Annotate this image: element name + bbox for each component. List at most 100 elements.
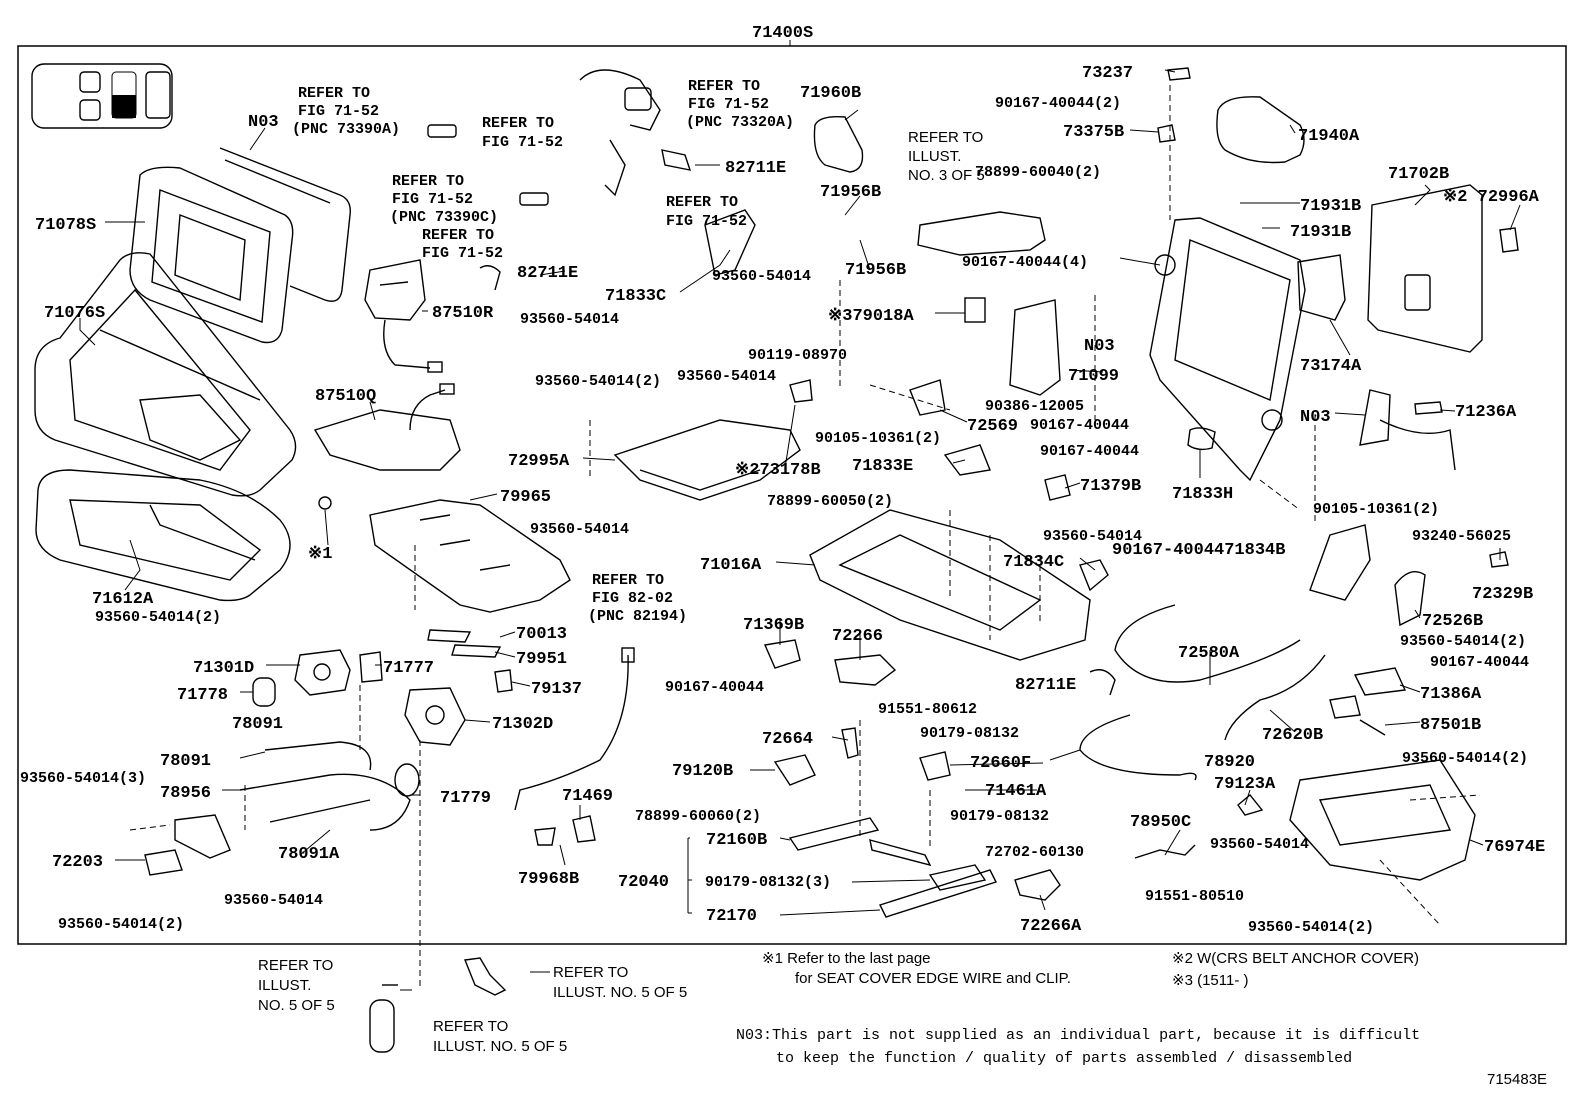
label-70013: 70013 <box>516 625 567 644</box>
cover-73375B <box>1157 124 1176 143</box>
cover-79123A <box>1237 794 1264 816</box>
cable-78920 <box>1079 714 1197 781</box>
label-90179-08132-a: 90179-08132 <box>920 725 1019 742</box>
label-93240-56025: 93240-56025 <box>1412 528 1511 545</box>
note-star1-line2: for SEAT COVER EDGE WIRE and CLIP. <box>795 970 1071 987</box>
label-72040: 72040 <box>618 873 669 892</box>
label-71931B-b: 71931B <box>1290 223 1351 242</box>
label-93560-54014-e: 93560-54014 <box>1043 528 1142 545</box>
part-71469 <box>572 815 596 843</box>
label-90167-40044-2: 90167-40044(2) <box>995 95 1121 112</box>
lever-base-part <box>174 814 231 859</box>
label-71612A: 71612A <box>92 590 154 609</box>
wire-71236A <box>1379 419 1456 471</box>
label-79968B: 79968B <box>518 870 579 889</box>
label-93560-54014-a: 93560-54014 <box>712 268 811 285</box>
label-93560-54014-3: 93560-54014(3) <box>20 770 146 787</box>
label-73174A: 73174A <box>1300 357 1362 376</box>
cap-71778 <box>252 677 276 707</box>
cover-71369B <box>764 639 801 669</box>
label-star1: ※1 <box>308 545 332 564</box>
label-71379B: 71379B <box>1080 477 1141 496</box>
cover-71834B <box>1309 524 1371 601</box>
note-N03-line2: to keep the function / quality of parts … <box>776 1050 1352 1067</box>
recliner-hinge-part <box>294 649 351 696</box>
label-90179-08132-3: 90179-08132(3) <box>705 874 831 891</box>
label-78950C: 78950C <box>1130 813 1191 832</box>
cover-71777 <box>359 651 383 683</box>
label-82711E-a: 82711E <box>725 159 786 178</box>
cover-71779 <box>394 763 420 797</box>
cushion-pad-part <box>35 469 291 602</box>
ref-bracket-icon <box>464 957 507 996</box>
label-79120B: 79120B <box>672 762 733 781</box>
label-71302D: 71302D <box>492 715 553 734</box>
pads-70013-79951 <box>427 629 502 658</box>
label-79951: 79951 <box>516 650 567 669</box>
note-star3: ※3 (1511- ) <box>1172 972 1249 989</box>
label-72266A: 72266A <box>1020 917 1082 936</box>
note-star1-line1: ※1 Refer to the last page <box>762 950 931 967</box>
label-71931B-a: 71931B <box>1300 197 1361 216</box>
label-90179-08132-b: 90179-08132 <box>950 808 1049 825</box>
label-72620B: 72620B <box>1262 726 1323 745</box>
cover-71833H <box>1187 427 1216 451</box>
seatback-frame-part <box>1149 217 1306 482</box>
label-78956: 78956 <box>160 784 211 803</box>
clip-71236A <box>1414 401 1443 415</box>
seat-undercover-part <box>369 499 571 613</box>
label-90167-40044-d: 90167-40044 <box>665 679 764 696</box>
link-72664 <box>841 727 859 759</box>
rail-72160B <box>788 817 880 851</box>
diagram-frame <box>17 45 1567 945</box>
cover-72996A <box>1499 227 1519 253</box>
label-71301D: 71301D <box>193 659 254 678</box>
label-N03-b: N03 <box>1084 337 1115 356</box>
label-71386A: 71386A <box>1420 685 1482 704</box>
label-72580A: 72580A <box>1178 644 1240 663</box>
clip-82711E-b <box>479 265 501 291</box>
seat-cushion-part <box>34 252 297 497</box>
label-71099: 71099 <box>1068 367 1119 386</box>
clip-82711E <box>1089 669 1116 696</box>
bracket-71833E <box>943 444 991 476</box>
dashed-assembly-lines <box>129 85 1481 990</box>
seatback-cover-part <box>129 147 351 344</box>
label-N03-c: N03 <box>1300 408 1331 427</box>
panel-71099 <box>1009 299 1061 396</box>
label-71778: 71778 <box>177 686 228 705</box>
label-82711E-c: 82711E <box>1015 676 1076 695</box>
leader-lines <box>79 69 1521 916</box>
label-72266: 72266 <box>832 627 883 646</box>
anchor-79018A <box>964 297 986 323</box>
label-71076S: 71076S <box>44 304 105 323</box>
cover-71834C <box>1079 559 1109 592</box>
label-72569: 72569 <box>967 417 1018 436</box>
label-73375B: 73375B <box>1063 123 1124 142</box>
label-90167-40044-b: 90167-40044 <box>1040 443 1139 460</box>
recliner-hinge-2-part <box>404 687 466 746</box>
label-71777: 71777 <box>383 659 434 678</box>
label-93560-54014-2c: 93560-54014(2) <box>1400 633 1526 650</box>
label-72664: 72664 <box>762 730 813 749</box>
assembly-label: 71400S <box>752 24 813 43</box>
label-93560-54014-2e: 93560-54014(2) <box>58 916 184 933</box>
label-71779: 71779 <box>440 789 491 808</box>
belt-buckle-parts <box>427 69 692 206</box>
cover-72266 <box>834 654 897 686</box>
label-78899-60050-2: 78899-60050(2) <box>767 493 893 510</box>
bracket-72569 <box>909 379 946 416</box>
label-87510R: 87510R <box>432 304 494 323</box>
label-72203: 72203 <box>52 853 103 872</box>
label-90386-12005: 90386-12005 <box>985 398 1084 415</box>
label-71834C: 71834C <box>1003 553 1064 572</box>
label-71960B: 71960B <box>800 84 861 103</box>
label-71834B: 90167-4004471834B <box>1112 541 1285 560</box>
label-82711E-b: 82711E <box>517 264 578 283</box>
